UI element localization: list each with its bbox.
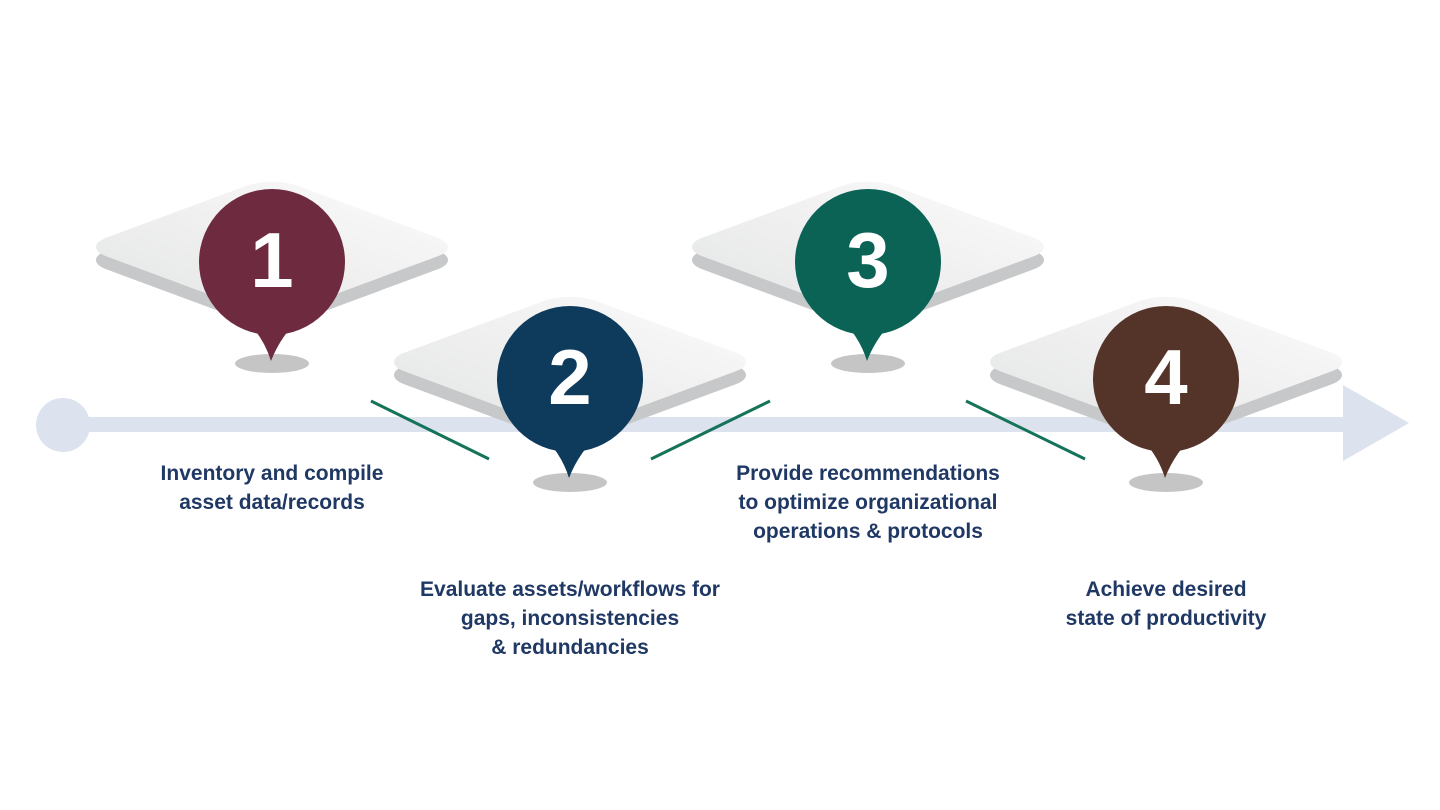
pin-shadow xyxy=(831,354,905,373)
step-label-line: Provide recommendations xyxy=(736,462,1000,485)
step-label-line: Inventory and compile xyxy=(160,462,384,485)
track-start-circle xyxy=(36,398,90,452)
step-label: Evaluate assets/workflows for gaps, inco… xyxy=(395,575,745,662)
pin-marker-icon xyxy=(1093,306,1239,478)
step-label-line: state of productivity xyxy=(1065,607,1267,630)
pin-shadow xyxy=(235,354,309,373)
step-label-line: Evaluate assets/workflows for xyxy=(420,578,720,601)
connector-line-2-3 xyxy=(650,399,771,461)
step-number: 3 xyxy=(846,216,890,304)
step-label: Provide recommendations to optimize orga… xyxy=(693,459,1043,546)
step-label-line: Achieve desired xyxy=(1085,578,1247,601)
step-number: 1 xyxy=(250,216,294,304)
step-label-line: & redundancies xyxy=(491,636,649,659)
connector-line-1-2 xyxy=(370,399,490,461)
pin-circle xyxy=(1093,306,1239,452)
pin-circle xyxy=(497,306,643,452)
step-label-line: to optimize organizational xyxy=(738,491,998,514)
pin-marker-icon xyxy=(795,189,941,361)
step-label: Achieve desired state of productivity xyxy=(991,575,1341,633)
step-2: 2 Evaluate assets/workflows for gaps, in… xyxy=(379,0,761,810)
pin-shadow xyxy=(1129,473,1203,492)
pin-circle xyxy=(199,189,345,335)
step-number: 4 xyxy=(1144,333,1188,421)
step-label: Inventory and compile asset data/records xyxy=(97,459,447,517)
pin-shadow xyxy=(533,473,607,492)
track-arrowhead-icon xyxy=(1343,385,1409,461)
step-3: 3 Provide recommendations to optimize or… xyxy=(677,0,1059,810)
connector-line-3-4 xyxy=(965,399,1086,461)
step-number: 2 xyxy=(548,333,592,421)
pin-circle xyxy=(795,189,941,335)
step-4: 4 Achieve desired state of productivity xyxy=(975,0,1357,810)
step-1: 1 Inventory and compile asset data/recor… xyxy=(81,0,463,810)
pin-marker-icon xyxy=(497,306,643,478)
step-label-line: asset data/records xyxy=(179,491,365,514)
pin-marker-icon xyxy=(199,189,345,361)
step-label-line: gaps, inconsistencies xyxy=(460,607,680,630)
step-label-line: operations & protocols xyxy=(753,520,983,543)
